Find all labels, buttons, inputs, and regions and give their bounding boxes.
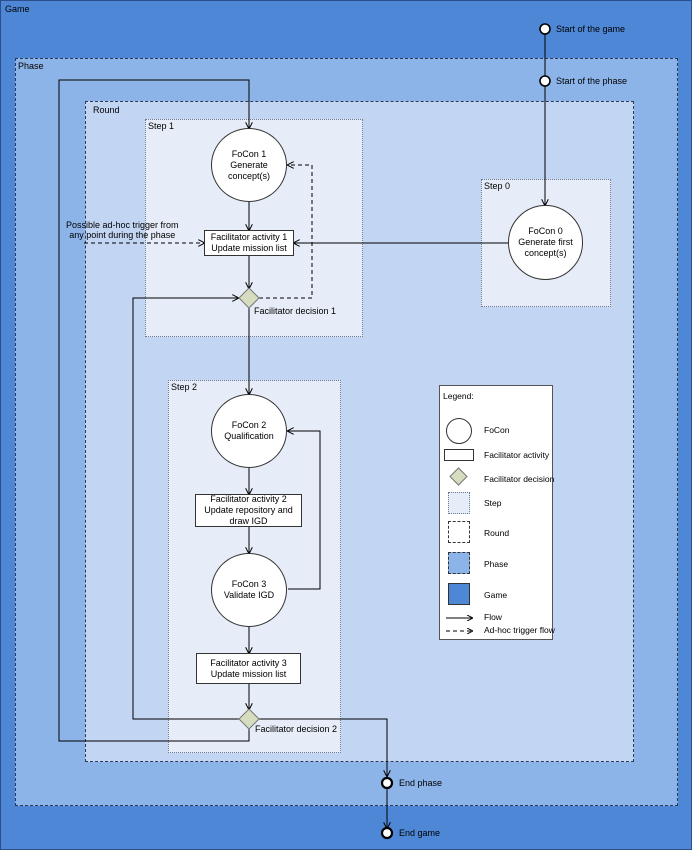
focon0-node: FoCon 0 Generate first concept(s) bbox=[508, 205, 583, 280]
legend-activity-swatch bbox=[444, 449, 474, 461]
phase-label: Phase bbox=[18, 61, 44, 71]
activity3-box: Facilitator activity 3 Update mission li… bbox=[196, 653, 301, 684]
legend-game-swatch bbox=[448, 583, 470, 605]
legend-step-swatch bbox=[448, 492, 470, 514]
decision1-diamond bbox=[238, 287, 260, 309]
game-label: Game bbox=[5, 4, 30, 14]
legend-step-label: Step bbox=[484, 498, 502, 508]
activity1-box: Facilitator activity 1 Update mission li… bbox=[204, 230, 294, 256]
round-label: Round bbox=[93, 105, 120, 115]
legend-game-label: Game bbox=[484, 590, 508, 600]
decision1-label: Facilitator decision 1 bbox=[254, 306, 337, 316]
step0-label: Step 0 bbox=[484, 181, 511, 191]
legend-phase-swatch bbox=[448, 552, 470, 574]
legend-focon-swatch bbox=[446, 418, 472, 444]
step1-label: Step 1 bbox=[148, 121, 175, 131]
step2-label: Step 2 bbox=[171, 382, 198, 392]
legend-phase-label: Phase bbox=[484, 559, 509, 569]
decision2-label: Facilitator decision 2 bbox=[255, 724, 338, 734]
legend-focon-label: FoCon bbox=[484, 425, 510, 435]
legend-flow-label: Flow bbox=[484, 612, 502, 622]
legend: Legend: FoCon Facilitator activity Facil… bbox=[439, 385, 555, 641]
decision2-diamond bbox=[238, 708, 260, 730]
start-phase-label: Start of the phase bbox=[556, 76, 628, 86]
focon2-node: FoCon 2 Qualification bbox=[211, 394, 287, 468]
legend-round-label: Round bbox=[484, 528, 510, 538]
end-phase-node bbox=[380, 776, 394, 790]
adhoc-trigger-note: Possible ad-hoc trigger from any point d… bbox=[66, 220, 179, 240]
legend-decision-label: Facilitator decision bbox=[484, 474, 555, 484]
start-phase-node bbox=[539, 75, 551, 87]
legend-adhoc-label: Ad-hoc trigger flow bbox=[484, 625, 555, 635]
legend-title: Legend: bbox=[443, 391, 474, 401]
end-phase-label: End phase bbox=[399, 778, 443, 788]
focon1-node: FoCon 1 Generate concept(s) bbox=[211, 128, 287, 202]
legend-flow-swatches bbox=[446, 386, 554, 641]
start-game-label: Start of the game bbox=[556, 24, 626, 34]
activity2-box: Facilitator activity 2 Update repository… bbox=[195, 494, 302, 527]
legend-activity-label: Facilitator activity bbox=[484, 450, 550, 460]
legend-round-swatch bbox=[448, 521, 470, 543]
start-game-node bbox=[539, 23, 551, 35]
end-game-node bbox=[380, 826, 394, 840]
end-game-label: End game bbox=[399, 828, 441, 838]
focon3-node: FoCon 3 Validate IGD bbox=[211, 553, 287, 627]
